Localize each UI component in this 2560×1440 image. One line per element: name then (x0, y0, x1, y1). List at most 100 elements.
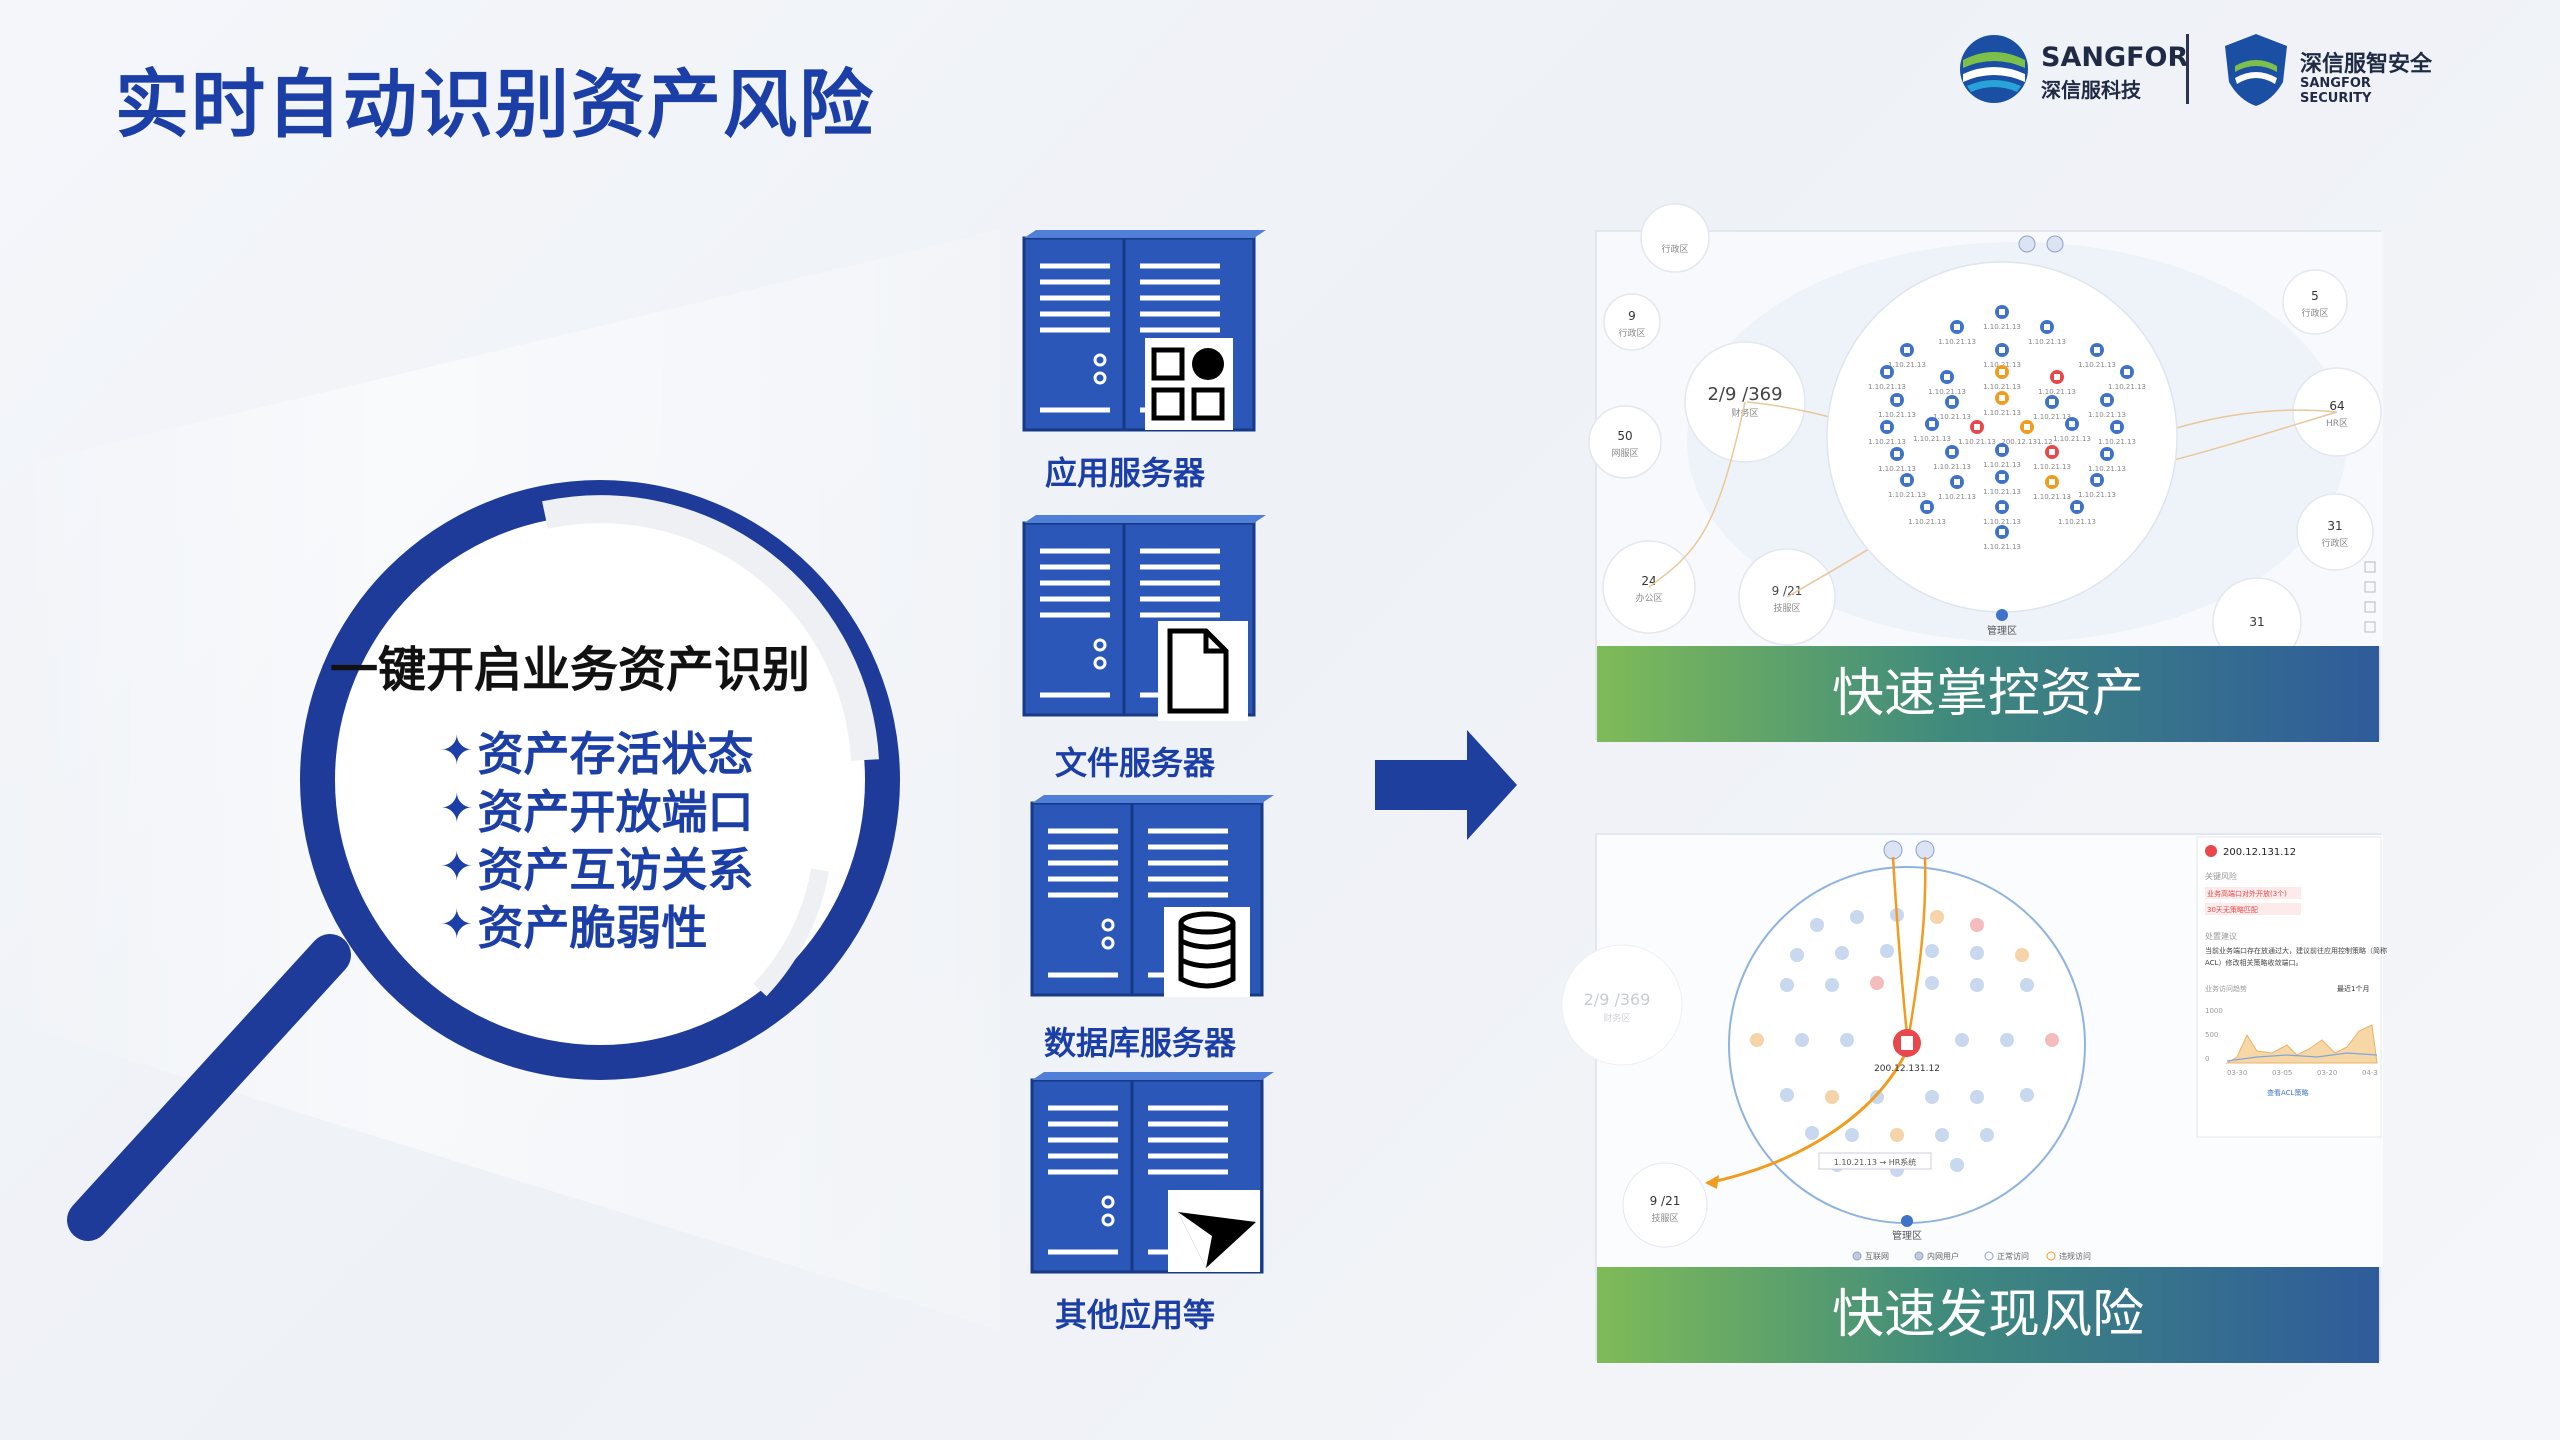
path-arrowhead (1705, 1175, 1719, 1189)
asset-node-ip: 1.10.21.13 (2033, 463, 2071, 471)
asset-node-ip: 1.10.21.13 (2078, 491, 2116, 499)
zone-count: 2/9 /369 (1707, 384, 1782, 405)
asset-node-ip: 1.10.21.13 (1938, 338, 1976, 346)
toolbar-icon (2364, 581, 2376, 593)
asset-node-glyph (2049, 479, 2055, 485)
star-icon: ✦ (440, 786, 474, 832)
detail-advice-line: ACL）修改相关策略收敛端口。 (2205, 958, 2302, 967)
security-shield-icon (2225, 34, 2287, 106)
detail-advice-title: 处置建议 (2205, 931, 2237, 941)
asset-node-glyph (1949, 449, 1955, 455)
faded-asset-node (1780, 1088, 1794, 1102)
internet-node-icon (1883, 840, 1903, 860)
asset-node-ip: 1.10.21.13 (1868, 383, 1906, 391)
faded-asset-node (1805, 1126, 1819, 1140)
asset-node-glyph (1954, 479, 1960, 485)
faded-asset-node (2000, 1033, 2014, 1047)
management-node (1996, 609, 2008, 621)
asset-node-glyph (1999, 347, 2005, 353)
sangfor-logo-icon (1960, 35, 2028, 103)
asset-node-glyph (2049, 449, 2055, 455)
faded-asset-node (1795, 1033, 1809, 1047)
faded-asset-node (1810, 918, 1824, 932)
x-tick-label: 04-3 (2362, 1069, 2378, 1077)
other-app-server-icon (1030, 1072, 1274, 1274)
zone-count: 5 (2311, 289, 2319, 303)
feature-label: 资产存活状态 (477, 727, 754, 781)
asset-node-glyph (1974, 424, 1980, 430)
panel-banner: 快速掌控资产 (1597, 646, 2379, 742)
toolbar-icon (2364, 601, 2376, 613)
detail-ip: 200.12.131.12 (2223, 847, 2296, 858)
zone-count: 31 (2327, 519, 2342, 533)
asset-node-ip: 1.10.21.13 (2033, 493, 2071, 501)
asset-node-ip: 1.10.21.13 (1958, 438, 1996, 446)
asset-node-glyph (1999, 395, 2005, 401)
zone-bubble (1588, 405, 1662, 479)
faded-asset-node (1850, 910, 1864, 924)
y-tick-label: 0 (2205, 1055, 2209, 1063)
violation-path (1706, 1049, 1909, 1185)
faded-asset-node (1970, 918, 1984, 932)
asset-node-glyph (1999, 504, 2005, 510)
asset-node-glyph (2124, 369, 2130, 375)
zone-label: 财务区 (1603, 1012, 1630, 1024)
star-icon: ✦ (440, 844, 474, 890)
faded-asset-node (1980, 1128, 1994, 1142)
security-cn: 深信服智安全 (2300, 52, 2433, 77)
zone-count: 9 (1628, 309, 1636, 323)
faded-asset-node (1870, 976, 1884, 990)
risk-tag (2205, 903, 2301, 915)
asset-node-ip: 1.10.21.13 (2028, 338, 2066, 346)
hover-tag (1818, 1152, 1932, 1170)
zone-count: 24 (1641, 574, 1656, 588)
asset-node-ip: 1.10.21.13 (1938, 493, 1976, 501)
faded-asset-node (1950, 1158, 1964, 1172)
logo-area: SANGFOR 深信服科技 深信服智安全 SANGFOR SECURITY (1955, 30, 2435, 110)
faded-asset-node (1930, 910, 1944, 924)
faded-asset-node (1845, 1128, 1859, 1142)
feature-list: ✦资产存活状态 ✦资产开放端口 ✦资产互访关系 ✦资产脆弱性 (440, 722, 754, 955)
faded-asset-node (1790, 948, 1804, 962)
user-node-icon (1915, 840, 1935, 860)
asset-node-ip: 1.10.21.13 (1878, 411, 1916, 419)
x-tick-label: 03-20 (2317, 1069, 2337, 1077)
star-icon: ✦ (440, 902, 474, 948)
faded-asset-node (1925, 976, 1939, 990)
legend-label: 互联网 (1865, 1252, 1889, 1261)
faded-asset-node (1840, 1033, 1854, 1047)
file-server-icon (1022, 515, 1266, 721)
zone-label: 网服区 (1611, 448, 1638, 459)
zone-label: 行政区 (2301, 307, 2328, 319)
asset-node-ip: 1.10.21.13 (1928, 388, 1966, 396)
feature-item: ✦资产存活状态 (440, 722, 754, 781)
asset-node-glyph (2094, 347, 2100, 353)
faded-asset-node (2020, 1088, 2034, 1102)
sangfor-name: SANGFOR (2041, 42, 2189, 73)
asset-node-glyph (2049, 399, 2055, 405)
asset-node-ip: 1.10.21.13 (2108, 383, 2146, 391)
asset-node-ip: 1.10.21.13 (1983, 323, 2021, 331)
asset-node-glyph (1884, 424, 1890, 430)
server-label: 应用服务器 (1044, 454, 1205, 492)
asset-node-glyph (2104, 451, 2110, 457)
asset-node-ip: 1.10.21.13 (2078, 361, 2116, 369)
asset-node-glyph (1944, 374, 1950, 380)
faded-asset-node (1970, 978, 1984, 992)
legend-label: 正常访问 (1997, 1251, 2029, 1261)
asset-node-glyph (2094, 477, 2100, 483)
zone-bubble (1561, 944, 1683, 1066)
faded-asset-node (1825, 1090, 1839, 1104)
asset-node-ip: 1.10.21.13 (2098, 438, 2136, 446)
asset-node-ip: 1.10.21.13 (1933, 413, 1971, 421)
detail-period: 最近1个月 (2337, 984, 2369, 993)
zone-label: 技服区 (1651, 1212, 1678, 1224)
access-path (1907, 856, 1927, 1036)
database-server-icon (1030, 795, 1274, 997)
asset-node-glyph (2024, 424, 2030, 430)
management-node (1901, 1215, 1913, 1227)
asset-node-ip: 1.10.21.13 (2088, 465, 2126, 473)
zone-count: 9 /21 (1772, 584, 1803, 598)
risk-node-ip: 200.12.131.12 (1874, 1064, 1940, 1074)
